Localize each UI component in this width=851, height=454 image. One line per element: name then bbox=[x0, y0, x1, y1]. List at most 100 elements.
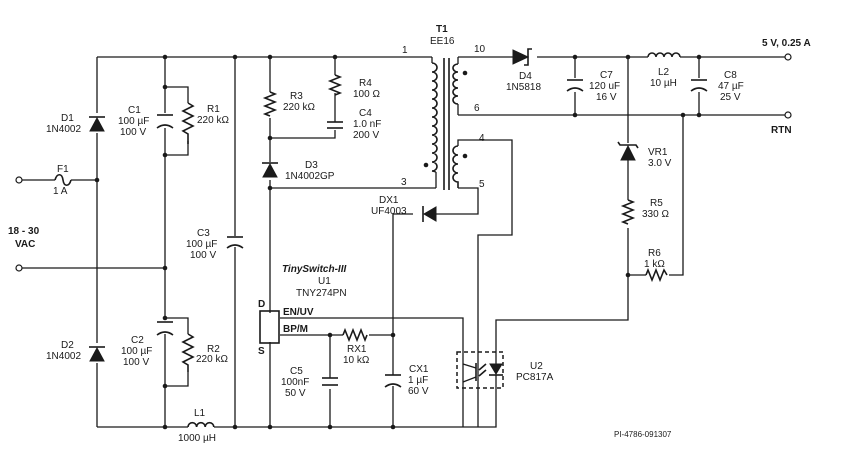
r4-ref: R4 bbox=[359, 78, 372, 89]
d2-value: 1N4002 bbox=[46, 351, 81, 362]
capacitor-c4-symbol bbox=[327, 108, 343, 129]
resistor-r3-symbol bbox=[262, 91, 278, 117]
rx1-value: 10 kΩ bbox=[343, 355, 370, 366]
diode-d1-symbol bbox=[89, 116, 105, 132]
ac-input-terminal-1 bbox=[15, 176, 23, 184]
c4-ref: C4 bbox=[359, 108, 372, 119]
c4-rating: 200 V bbox=[353, 130, 379, 141]
capacitor-c1-symbol bbox=[156, 114, 174, 129]
t1-pin-6: 6 bbox=[474, 103, 480, 114]
c3-ref: C3 bbox=[197, 228, 210, 239]
capacitor-cx1-symbol bbox=[384, 374, 402, 388]
drawing-id: PI-4786-091307 bbox=[614, 430, 672, 439]
c2-ref: C2 bbox=[131, 335, 144, 346]
u1-pin-d: D bbox=[258, 299, 265, 310]
c7-value: 120 uF bbox=[589, 81, 620, 92]
diode-d4-symbol bbox=[512, 48, 532, 66]
resistor-r5-symbol bbox=[620, 199, 636, 225]
r3-value: 220 kΩ bbox=[283, 102, 315, 113]
c1-ref: C1 bbox=[128, 105, 141, 116]
c2-rating: 100 V bbox=[123, 357, 149, 368]
l1-ref: L1 bbox=[194, 408, 206, 419]
output-terminal-return bbox=[784, 111, 792, 119]
t1-pin-5: 5 bbox=[479, 179, 485, 190]
resistor-rx1-symbol bbox=[342, 327, 368, 343]
rx1-ref: RX1 bbox=[347, 344, 367, 355]
c8-rating: 25 V bbox=[720, 92, 741, 103]
output-terminal-positive bbox=[784, 53, 792, 61]
zener-vr1-symbol bbox=[617, 141, 639, 161]
resistor-r6-symbol bbox=[645, 267, 668, 283]
c3-rating: 100 V bbox=[190, 250, 216, 261]
d1-value: 1N4002 bbox=[46, 124, 81, 135]
t1-value: EE16 bbox=[430, 36, 455, 47]
c1-rating: 100 V bbox=[120, 127, 146, 138]
capacitor-c2-symbol bbox=[156, 321, 174, 336]
c8-value: 47 µF bbox=[718, 81, 744, 92]
r6-value: 1 kΩ bbox=[644, 259, 665, 270]
t1-pin-10: 10 bbox=[474, 44, 486, 55]
d4-ref: D4 bbox=[519, 71, 532, 82]
output-rail-label: 5 V, 0.25 A bbox=[762, 38, 811, 49]
u1-pin-enuv: EN/UV bbox=[283, 307, 314, 318]
r6-ref: R6 bbox=[648, 248, 661, 259]
capacitor-c8-symbol bbox=[690, 79, 708, 92]
t1-pin-4: 4 bbox=[479, 133, 485, 144]
inductor-l2-symbol bbox=[647, 52, 681, 58]
c5-rating: 50 V bbox=[285, 388, 306, 399]
l2-value: 10 µH bbox=[650, 78, 677, 89]
capacitor-c5-symbol bbox=[322, 377, 338, 386]
f1-ref: F1 bbox=[57, 164, 69, 175]
d1-ref: D1 bbox=[61, 113, 74, 124]
cx1-ref: CX1 bbox=[409, 364, 429, 375]
diode-d3-symbol bbox=[262, 162, 278, 178]
c4-value: 1.0 nF bbox=[353, 119, 381, 130]
cx1-rating: 60 V bbox=[408, 386, 429, 397]
c5-ref: C5 bbox=[290, 366, 303, 377]
vr1-ref: VR1 bbox=[648, 147, 668, 158]
capacitor-c7-symbol bbox=[566, 79, 584, 92]
t1-pin-3: 3 bbox=[401, 177, 407, 188]
u1-value: TNY274PN bbox=[296, 288, 347, 299]
labels: 18 - 30 VAC F1 1 A D1 1N4002 D2 1N4002 C… bbox=[8, 24, 811, 444]
c5-value: 100nF bbox=[281, 377, 309, 388]
r2-value: 220 kΩ bbox=[196, 354, 228, 365]
r2-ref: R2 bbox=[207, 344, 220, 355]
optocoupler-u2-symbol bbox=[456, 351, 504, 389]
d3-ref: D3 bbox=[305, 160, 318, 171]
u1-ref: U1 bbox=[318, 276, 331, 287]
u1-pin-bpm: BP/M bbox=[283, 324, 308, 335]
input-voltage-label: 18 - 30 bbox=[8, 226, 40, 237]
c8-ref: C8 bbox=[724, 70, 737, 81]
wiring bbox=[22, 56, 785, 428]
r5-ref: R5 bbox=[650, 198, 663, 209]
u1-pin-s: S bbox=[258, 346, 265, 357]
inductor-l1-symbol bbox=[187, 421, 215, 428]
transformer-t1-symbol bbox=[423, 57, 468, 190]
c7-rating: 16 V bbox=[596, 92, 617, 103]
d2-ref: D2 bbox=[61, 340, 74, 351]
cx1-value: 1 µF bbox=[408, 375, 428, 386]
resistor-r1-symbol bbox=[181, 102, 195, 144]
f1-value: 1 A bbox=[53, 186, 68, 197]
diode-d2-symbol bbox=[89, 346, 105, 362]
u2-ref: U2 bbox=[530, 361, 543, 372]
l1-value: 1000 µH bbox=[178, 433, 216, 444]
c7-ref: C7 bbox=[600, 70, 613, 81]
r5-value: 330 Ω bbox=[642, 209, 669, 220]
c3-value: 100 µF bbox=[186, 239, 217, 250]
ac-input-terminal-2 bbox=[15, 264, 23, 272]
output-return-label: RTN bbox=[771, 125, 792, 136]
fuse-f1-symbol bbox=[54, 173, 72, 187]
diode-dx1-symbol bbox=[422, 206, 437, 222]
dx1-value: UF4003 bbox=[371, 206, 407, 217]
l2-ref: L2 bbox=[658, 67, 670, 78]
dx1-ref: DX1 bbox=[379, 195, 399, 206]
input-voltage-unit: VAC bbox=[15, 239, 35, 250]
r3-ref: R3 bbox=[290, 91, 303, 102]
resistor-r4-symbol bbox=[327, 74, 343, 96]
r1-ref: R1 bbox=[207, 104, 220, 115]
ic-u1-body bbox=[259, 310, 280, 344]
vr1-value: 3.0 V bbox=[648, 158, 672, 169]
